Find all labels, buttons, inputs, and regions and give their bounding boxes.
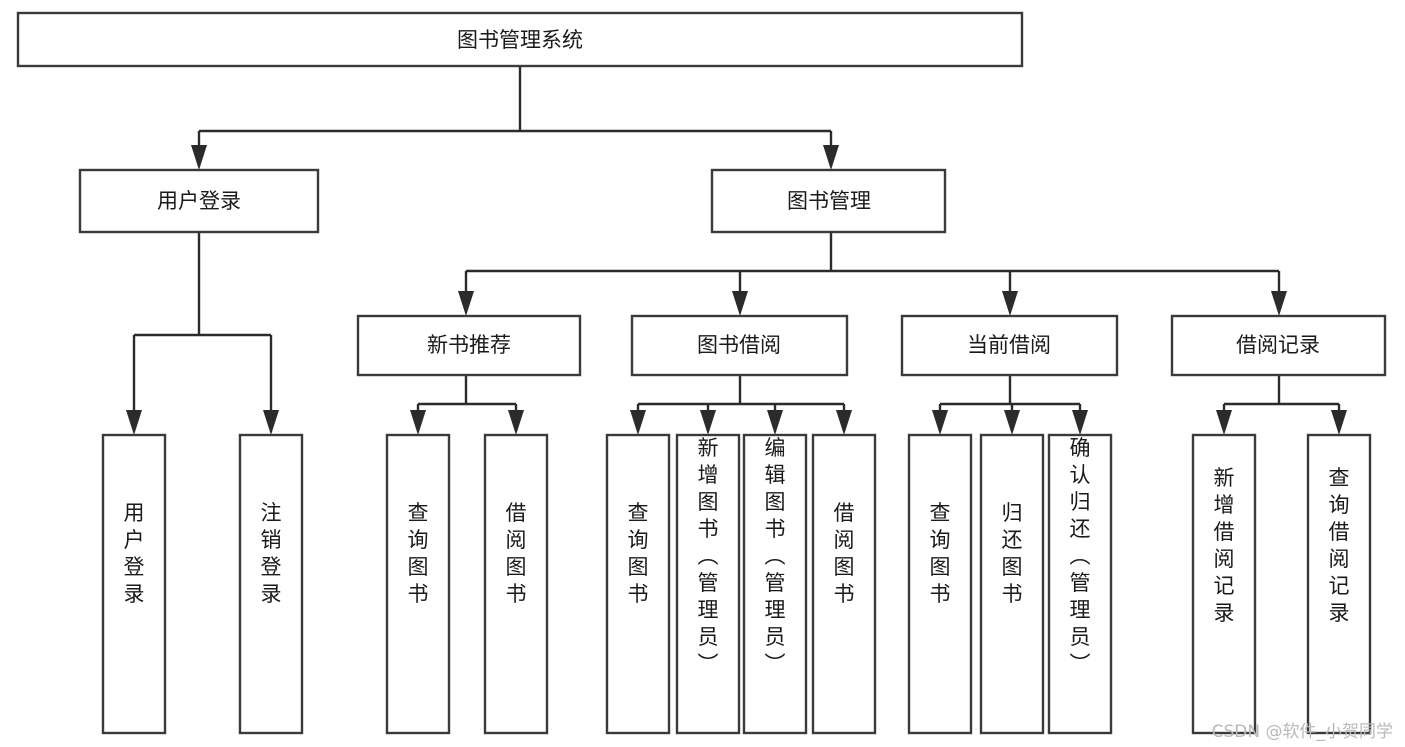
leaf-borrow-book-2-box[interactable] (811, 433, 877, 735)
arrow-head-leaf-query-record (1331, 410, 1347, 435)
node-book-admin-label: 图书管理 (787, 189, 871, 213)
arrow-head-leaf-user-logout (263, 410, 279, 435)
node-new-book-recommend[interactable]: 新书推荐 (356, 314, 582, 377)
arrow-head-user-login (191, 145, 207, 170)
node-root[interactable]: 图书管理系统 (16, 11, 1024, 68)
leaf-user-login-label: 用户登录 (124, 501, 145, 606)
arrow-head-leaf-add-record (1216, 410, 1232, 435)
leaf-add-record-box[interactable] (1191, 433, 1257, 735)
leaf-confirm-return-box[interactable] (1047, 433, 1113, 735)
leaf-add-record-label: 新增借阅记录 (1214, 466, 1235, 625)
node-user-login[interactable]: 用户登录 (78, 168, 320, 234)
leaf-borrow-book-2-label: 借阅图书 (834, 501, 855, 606)
arrow-head-leaf-query-book-1 (410, 410, 426, 435)
node-book-admin-box[interactable] (710, 168, 947, 234)
arrow-head-borrow-record (1271, 291, 1287, 316)
node-current-borrow-label: 当前借阅 (967, 333, 1051, 357)
arrow-head-current-borrow (1002, 291, 1018, 316)
csdn-watermark: CSDN @软件_小贺同学 (1212, 722, 1393, 742)
leaf-query-book-2-box[interactable] (605, 433, 671, 735)
leaf-confirm-return[interactable]: 确认归还︵管理员︶ (1047, 433, 1113, 735)
leaf-return-book[interactable]: 归还图书 (979, 433, 1045, 735)
node-book-borrow-box[interactable] (630, 314, 849, 377)
leaf-add-book-box[interactable] (675, 433, 741, 735)
node-new-book-recommend-label: 新书推荐 (427, 333, 511, 357)
arrow-head-new-book-recommend (458, 291, 474, 316)
leaf-add-record[interactable]: 新增借阅记录 (1191, 433, 1257, 735)
arrow-head-leaf-add-book (700, 410, 716, 435)
leaf-query-book-1-label: 查询图书 (408, 501, 429, 606)
arrow-head-leaf-query-book-3 (932, 410, 948, 435)
arrow-head-leaf-borrow-book-1 (508, 410, 524, 435)
leaf-query-record-label: 查询借阅记录 (1329, 466, 1350, 625)
leaf-query-record-box[interactable] (1306, 433, 1372, 735)
leaf-return-book-box[interactable] (979, 433, 1045, 735)
leaf-borrow-book-1-box[interactable] (483, 433, 549, 735)
leaf-query-book-1-box[interactable] (385, 433, 451, 735)
leaf-edit-book[interactable]: 编辑图书︵管理员︶ (742, 433, 808, 735)
connector-layer (126, 66, 1347, 435)
arrow-head-leaf-return-book (1004, 410, 1020, 435)
leaf-user-logout-label: 注销登录 (261, 501, 282, 606)
leaf-query-book-2[interactable]: 查询图书 (605, 433, 671, 735)
arrow-head-leaf-confirm-return (1072, 410, 1088, 435)
node-user-login-box[interactable] (78, 168, 320, 234)
node-book-admin[interactable]: 图书管理 (710, 168, 947, 234)
node-root-box[interactable] (16, 11, 1024, 68)
arrow-head-leaf-query-book-2 (630, 410, 646, 435)
leaf-query-book-3-label: 查询图书 (930, 501, 951, 606)
node-current-borrow[interactable]: 当前借阅 (900, 314, 1119, 377)
leaf-query-book-3[interactable]: 查询图书 (907, 433, 973, 735)
node-borrow-record-box[interactable] (1170, 314, 1387, 377)
node-borrow-record-label: 借阅记录 (1236, 333, 1320, 357)
leaf-user-login[interactable]: 用户登录 (101, 433, 167, 735)
arrow-head-book-admin (823, 145, 839, 170)
node-user-login-label: 用户登录 (157, 189, 241, 213)
node-current-borrow-box[interactable] (900, 314, 1119, 377)
leaf-confirm-return-label: 确认归还︵管理员︶ (1070, 436, 1091, 676)
leaf-user-login-box[interactable] (101, 433, 167, 735)
leaf-borrow-book-1-label: 借阅图书 (506, 501, 527, 606)
arrow-head-leaf-edit-book (767, 410, 783, 435)
node-root-label: 图书管理系统 (457, 28, 583, 52)
node-borrow-record[interactable]: 借阅记录 (1170, 314, 1387, 377)
leaf-query-book-1[interactable]: 查询图书 (385, 433, 451, 735)
leaf-query-record[interactable]: 查询借阅记录 (1306, 433, 1372, 735)
arrow-head-leaf-user-login (126, 410, 142, 435)
leaf-edit-book-label: 编辑图书︵管理员︶ (765, 436, 786, 676)
leaf-user-logout-box[interactable] (238, 433, 304, 735)
node-book-borrow[interactable]: 图书借阅 (630, 314, 849, 377)
node-new-book-recommend-box[interactable] (356, 314, 582, 377)
leaf-return-book-label: 归还图书 (1002, 501, 1023, 606)
leaf-query-book-3-box[interactable] (907, 433, 973, 735)
leaf-borrow-book-1[interactable]: 借阅图书 (483, 433, 549, 735)
leaf-add-book[interactable]: 新增图书︵管理员︶ (675, 433, 741, 735)
leaf-user-logout[interactable]: 注销登录 (238, 433, 304, 735)
leaf-query-book-2-label: 查询图书 (628, 501, 649, 606)
node-book-borrow-label: 图书借阅 (697, 333, 781, 357)
leaf-add-book-label: 新增图书︵管理员︶ (698, 436, 719, 676)
arrow-head-book-borrow (732, 291, 748, 316)
arrow-head-leaf-borrow-book-2 (836, 410, 852, 435)
leaf-borrow-book-2[interactable]: 借阅图书 (811, 433, 877, 735)
leaf-edit-book-box[interactable] (742, 433, 808, 735)
